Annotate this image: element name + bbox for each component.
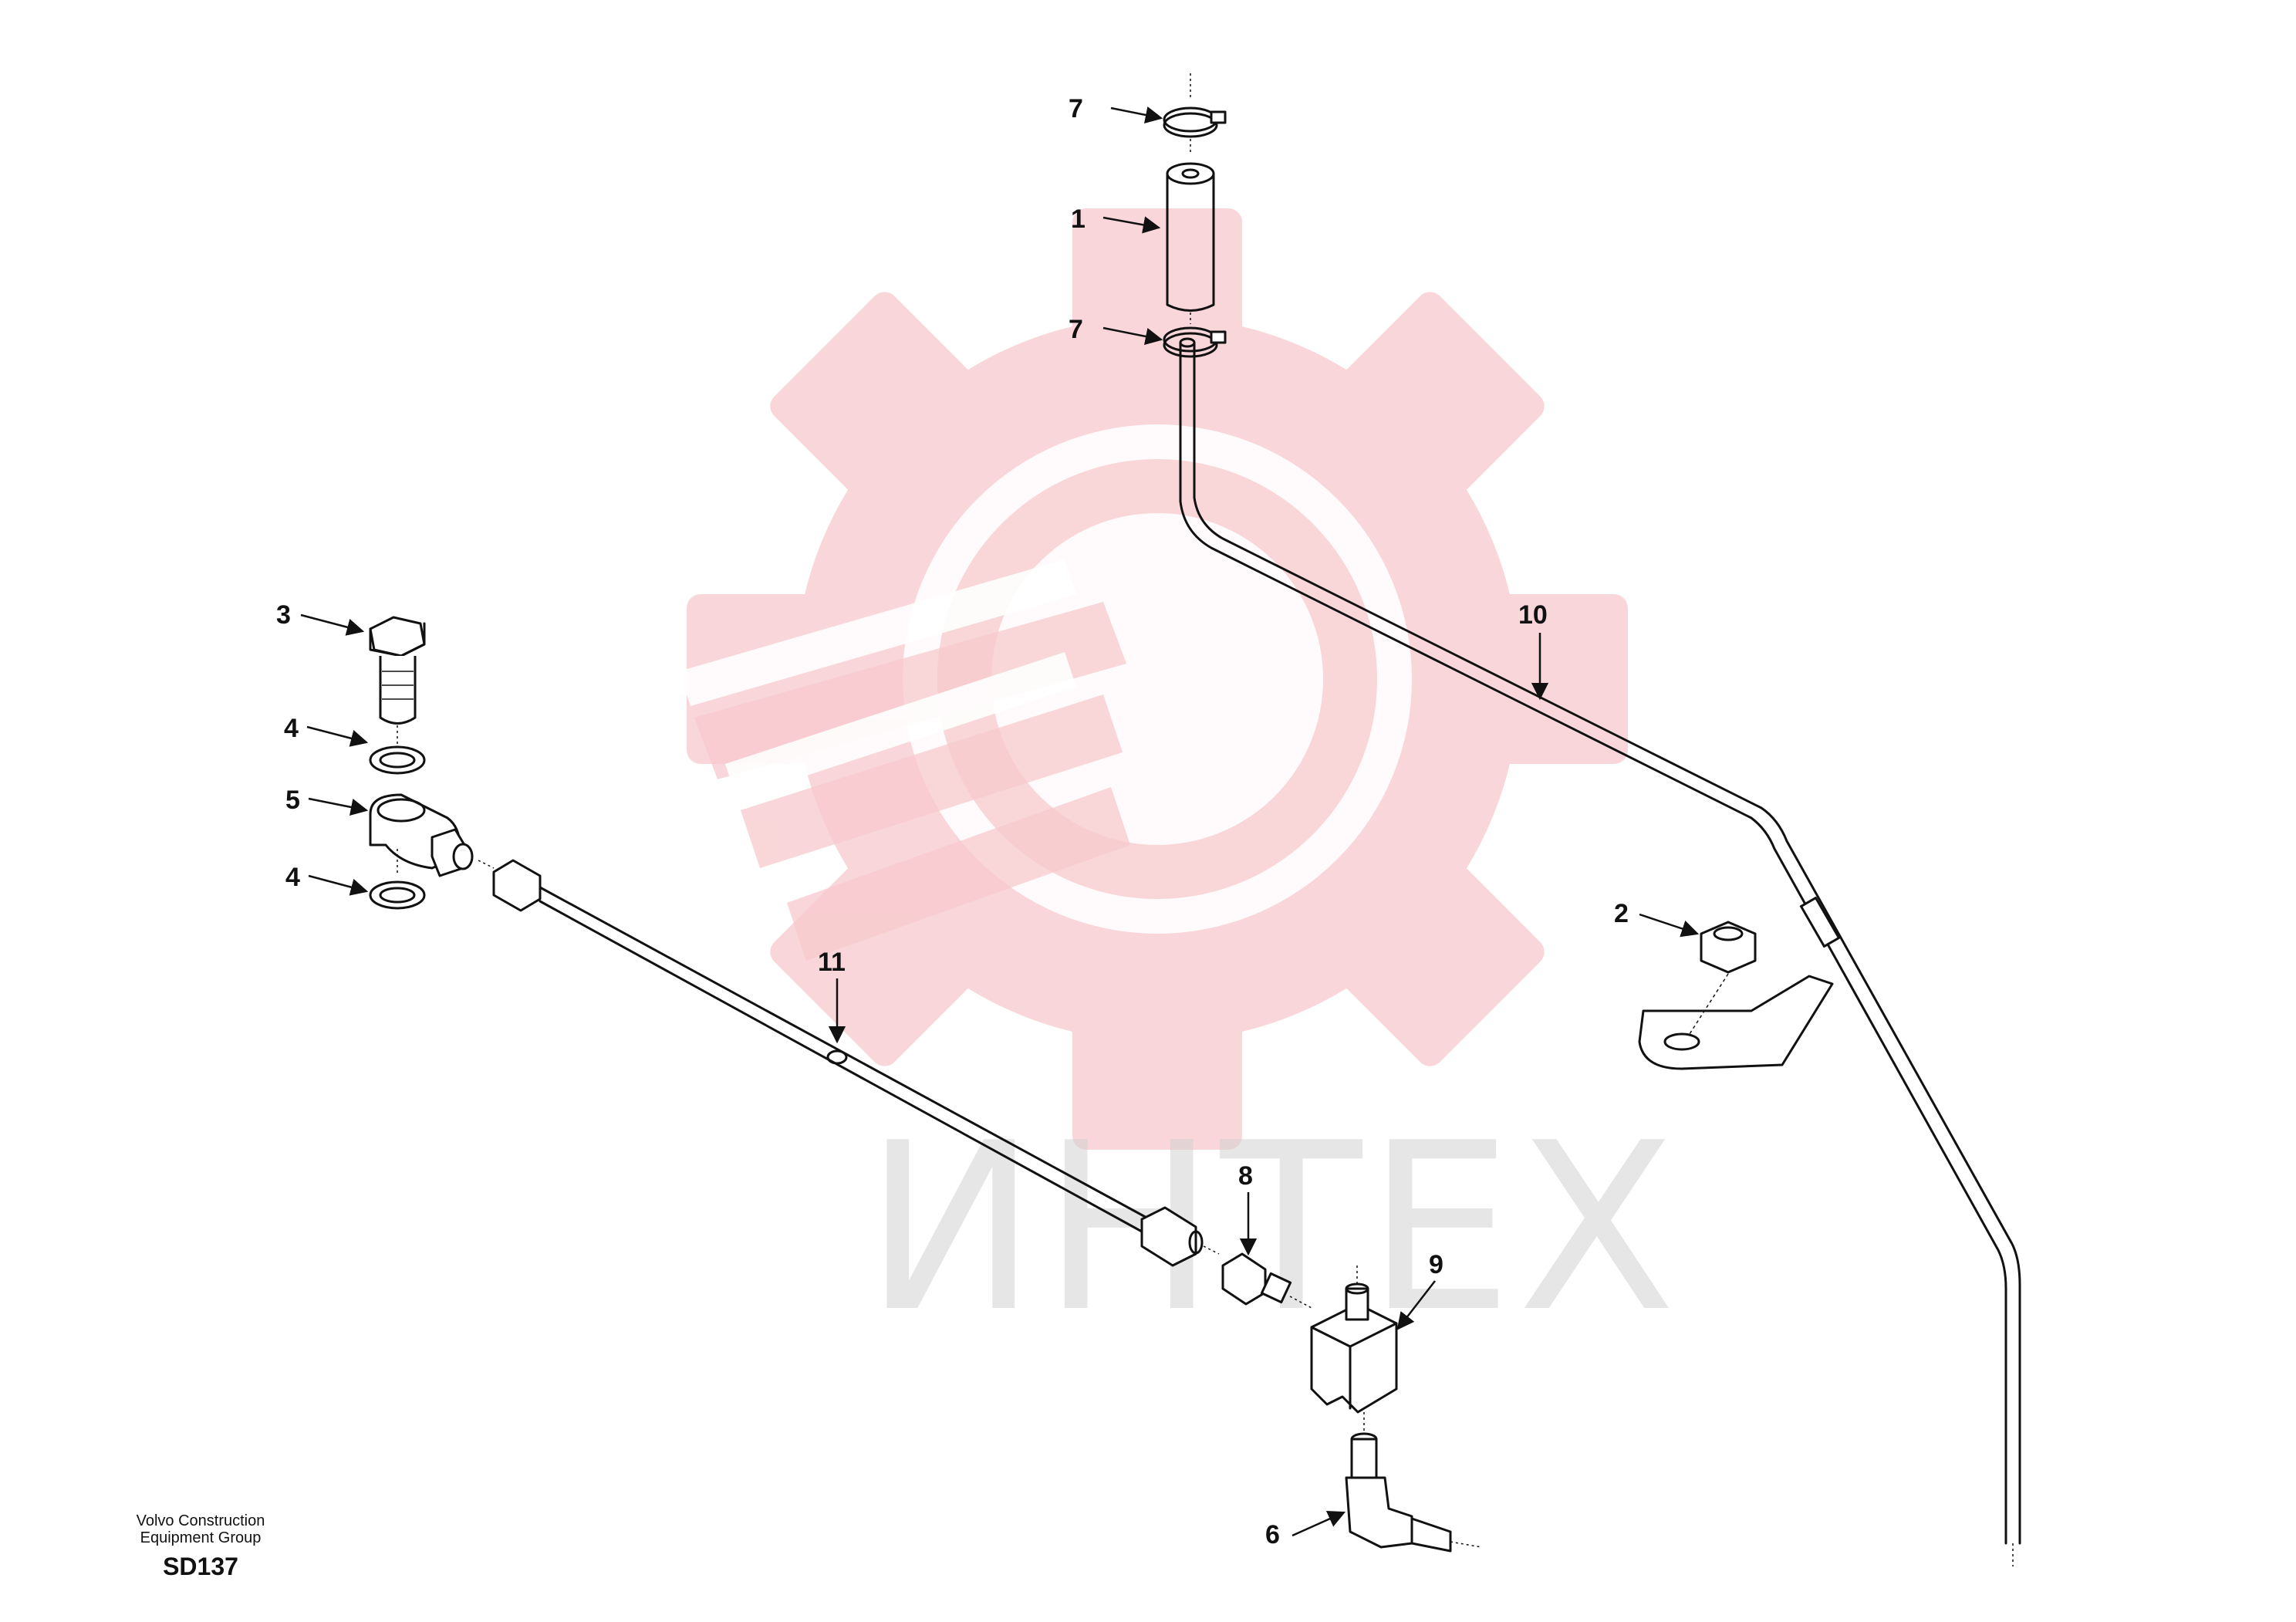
elbow-fitting-6 [1345,1412,1482,1553]
footer-credit: Volvo Construction Equipment Group SD137 [85,1512,316,1581]
washer-4-upper [369,745,426,775]
footer-company-line2: Equipment Group [140,1529,262,1546]
callout-4-upper: 4 [284,714,299,743]
callout-10: 10 [1518,600,1548,630]
callout-7-upper: 7 [1069,94,1083,123]
callout-leaders [300,106,1700,1537]
watermark-gear-logo [679,208,1628,1150]
callout-5: 5 [285,786,300,815]
pipe-10 [1179,337,2021,1566]
callout-2: 2 [1614,899,1629,928]
callout-7-lower: 7 [1069,315,1083,344]
tee-block-9 [1310,1265,1398,1414]
callout-8: 8 [1238,1161,1253,1191]
callout-9: 9 [1429,1250,1443,1279]
callout-labels: 7 1 7 10 3 4 5 4 2 11 8 9 6 [276,94,1629,1549]
diagram-code: SD137 [163,1553,238,1580]
hose-1 [1166,162,1215,312]
callout-11: 11 [818,948,846,977]
connector-8 [1203,1245,1312,1309]
banjo-bolt-3 [369,616,426,745]
banjo-fitting-5 [369,793,474,877]
clamp-7-lower [1163,313,1227,358]
callout-4-lower: 4 [285,863,300,892]
callout-6: 6 [1265,1520,1280,1549]
callout-1: 1 [1071,204,1086,234]
callout-3: 3 [276,600,291,630]
pipe-11 [478,859,1204,1267]
footer-company-line1: Volvo Construction [136,1512,265,1529]
clamp-7-upper [1163,73,1227,154]
bracket-with-nut-2 [1638,921,1834,1070]
watermark-text: ИНТЕХ [864,1093,1680,1363]
washer-4-lower [369,849,426,910]
